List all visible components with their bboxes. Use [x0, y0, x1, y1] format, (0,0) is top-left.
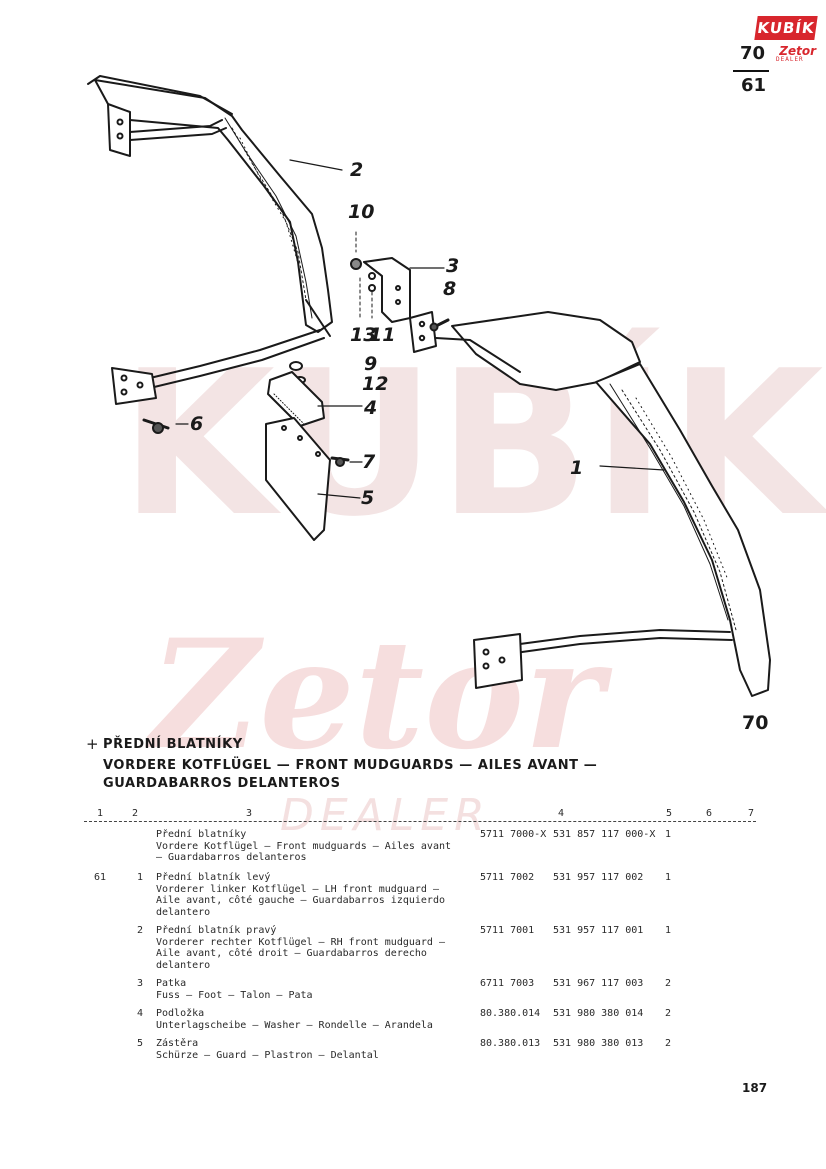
callout-1: 1 — [570, 457, 584, 479]
table-row-desc: Přední blatník levý Vorderer linker Kotf… — [156, 872, 445, 918]
watermark-dealer: DEALER — [280, 790, 491, 841]
table-row-code: 531 957 117 001 — [553, 925, 644, 936]
table-row-code: 531 980 380 014 — [553, 1008, 644, 1019]
group-subnumber: 61 — [741, 75, 767, 96]
table-row-code: 531 980 380 013 — [553, 1038, 644, 1049]
right-mudguard — [409, 311, 771, 697]
table-row-code: 531 967 117 003 — [553, 978, 644, 989]
callout-13: 13 — [350, 324, 377, 346]
section-marker: + — [86, 735, 99, 753]
callout-5: 5 — [361, 487, 375, 509]
zetor-logo: Zetor — [779, 44, 816, 58]
group-number: 70 — [740, 43, 766, 64]
nut-part-10 — [350, 258, 362, 270]
callout-10: 10 — [348, 201, 375, 223]
section-title-line3: GUARDABARROS DELANTEROS — [103, 776, 341, 791]
foot-bracket — [363, 257, 411, 323]
callout-6: 6 — [190, 413, 204, 435]
guard-flap — [265, 417, 331, 541]
washer-plate — [267, 371, 325, 429]
section-title-cz: PŘEDNÍ BLATNÍKY — [103, 737, 243, 752]
col-header-4: 4 — [558, 808, 565, 819]
table-row-qty: 1 — [665, 829, 672, 840]
table-row-pos: 4 — [137, 1008, 144, 1019]
table-row-part: 6711 7003 — [480, 978, 535, 989]
table-row-desc: Patka Fuss — Foot — Talon — Pata — [156, 978, 313, 1001]
table-row-part: 5711 7001 — [480, 925, 535, 936]
table-row-desc: Přední blatník pravý Vorderer rechter Ko… — [156, 925, 445, 971]
callout-8: 8 — [443, 278, 457, 300]
group-divider — [733, 70, 769, 72]
col-header-2: 2 — [132, 808, 139, 819]
callout-11: 11 — [369, 324, 396, 346]
callout-9: 9 — [364, 353, 378, 375]
table-row-code: 531 857 117 000-X — [553, 829, 656, 840]
table-row-code: 531 957 117 002 — [553, 872, 644, 883]
table-row-group: 61 — [94, 872, 107, 883]
col-header-6: 6 — [706, 808, 713, 819]
section-title-line2: VORDERE KOTFLÜGEL — FRONT MUDGUARDS — AI… — [103, 758, 598, 773]
table-row-qty: 1 — [665, 925, 672, 936]
col-header-7: 7 — [748, 808, 755, 819]
page-number: 187 — [742, 1081, 768, 1095]
table-row-qty: 2 — [665, 978, 672, 989]
table-row-desc: Podložka Unterlagscheibe — Washer — Rond… — [156, 1008, 433, 1031]
table-row-part: 80.380.014 — [480, 1008, 541, 1019]
table-row-qty: 2 — [665, 1038, 672, 1049]
col-header-5: 5 — [666, 808, 673, 819]
table-row-qty: 2 — [665, 1008, 672, 1019]
table-row-desc: Přední blatníky Vordere Kotflügel — Fron… — [156, 829, 452, 863]
callout-3: 3 — [446, 255, 460, 277]
figure-number: 70 — [742, 712, 769, 734]
table-row-pos: 2 — [137, 925, 144, 936]
callout-2: 2 — [350, 159, 364, 181]
kubik-logo: KUBÍK — [754, 16, 818, 40]
table-row-pos: 3 — [137, 978, 144, 989]
table-row-pos: 1 — [137, 872, 144, 883]
callout-4: 4 — [364, 397, 378, 419]
callout-7: 7 — [362, 451, 376, 473]
parts-diagram — [87, 75, 771, 697]
table-row-part: 5711 7002 — [480, 872, 535, 883]
table-row-qty: 1 — [665, 872, 672, 883]
watermark-zetor: Zetor — [150, 607, 604, 783]
table-row-part: 80.380.013 — [480, 1038, 541, 1049]
col-header-1: 1 — [97, 808, 104, 819]
table-row-pos: 5 — [137, 1038, 144, 1049]
table-row-part: 5711 7000-X — [480, 829, 547, 840]
callout-12: 12 — [362, 373, 389, 395]
table-row-desc: Zástěra Schürze — Guard — Plastron — Del… — [156, 1038, 379, 1061]
col-header-3: 3 — [246, 808, 253, 819]
dealer-logo-text: DEALER — [776, 56, 804, 63]
header-rule — [84, 821, 756, 822]
left-mudguard — [87, 75, 333, 405]
